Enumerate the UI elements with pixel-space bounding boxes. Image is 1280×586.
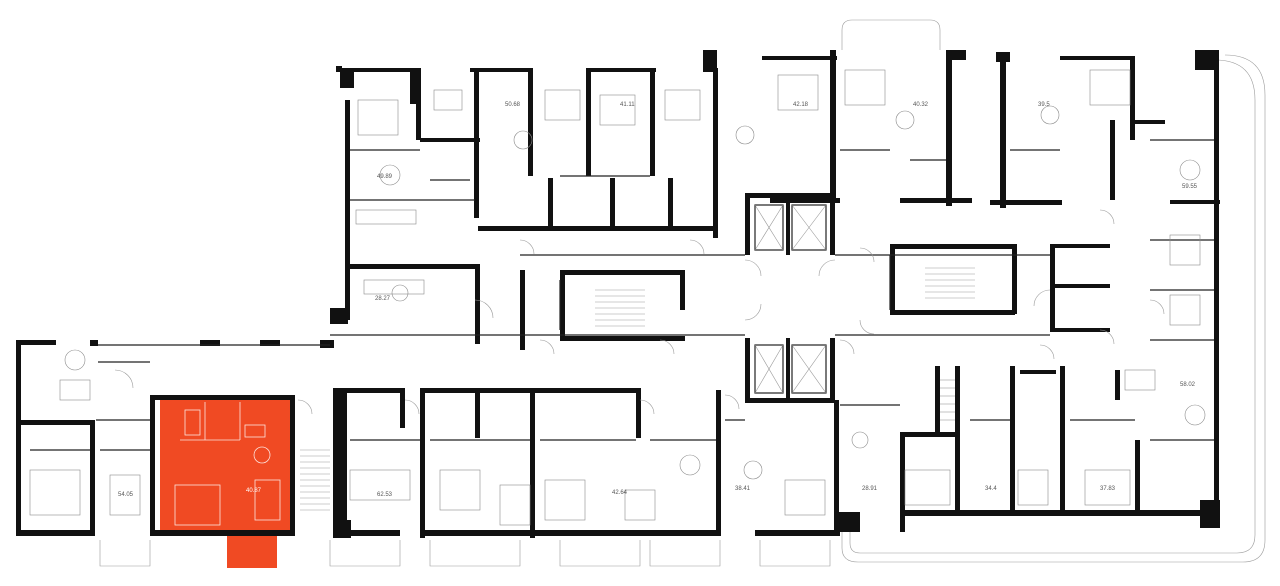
unit-area-label: 59.55 xyxy=(1182,184,1198,190)
interior-partitions xyxy=(30,139,1214,451)
stairs xyxy=(300,204,975,511)
unit-area-label: 28.27 xyxy=(375,296,391,302)
unit-area-label: 41.11 xyxy=(620,102,635,108)
unit-area-label: 38.41 xyxy=(735,486,751,492)
unit-area-label: 34.4 xyxy=(985,486,997,492)
unit-area-label: 39.5 xyxy=(1038,102,1050,108)
unit-area-label: 42.18 xyxy=(793,102,809,108)
door-swings xyxy=(114,209,1165,415)
area-labels: 49.89 50.68 41.11 42.18 40.32 39.5 59.55… xyxy=(118,102,1198,498)
unit-area-label: 50.68 xyxy=(505,102,521,108)
selected-apartment[interactable] xyxy=(160,398,292,568)
unit-area-label: 42.64 xyxy=(612,490,628,496)
unit-area-label: 49.89 xyxy=(377,174,393,180)
terrace-outlines xyxy=(99,19,1266,567)
unit-area-label: 58.02 xyxy=(1180,382,1196,388)
selected-apartment-balcony[interactable] xyxy=(227,536,277,568)
unit-area-label: 40.32 xyxy=(913,102,929,108)
exterior-walls xyxy=(16,50,1220,538)
unit-area-label: 54.05 xyxy=(118,492,134,498)
unit-area-label: 28.91 xyxy=(862,486,878,492)
selected-apartment-fill[interactable] xyxy=(160,398,292,536)
unit-area-label: 37.83 xyxy=(1100,486,1116,492)
unit-area-label: 40.87 xyxy=(246,488,262,494)
furniture xyxy=(29,69,1206,526)
unit-area-label: 62.53 xyxy=(377,492,393,498)
